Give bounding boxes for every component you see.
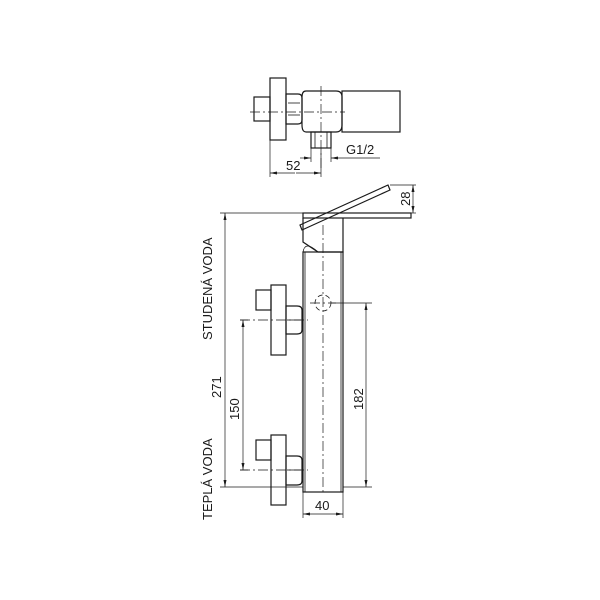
lever-height-label: 28: [398, 192, 413, 206]
cold-water-label: STUDENÁ VODA: [200, 237, 215, 340]
body-width-label: 40: [315, 498, 329, 513]
thread-size-label: G1/2: [346, 142, 374, 157]
front-view: 271 150 182 28 40 STUDENÁ VODA TEPLÁ VOD…: [200, 184, 416, 520]
top-view: G1/2 52: [250, 77, 401, 177]
hot-water-label: TEPLÁ VODA: [200, 438, 215, 520]
width-dimension-label: 52: [286, 158, 300, 173]
inlet-spacing-label: 150: [227, 398, 242, 420]
total-height-label: 271: [209, 376, 224, 398]
outlet-height-label: 182: [351, 388, 366, 410]
